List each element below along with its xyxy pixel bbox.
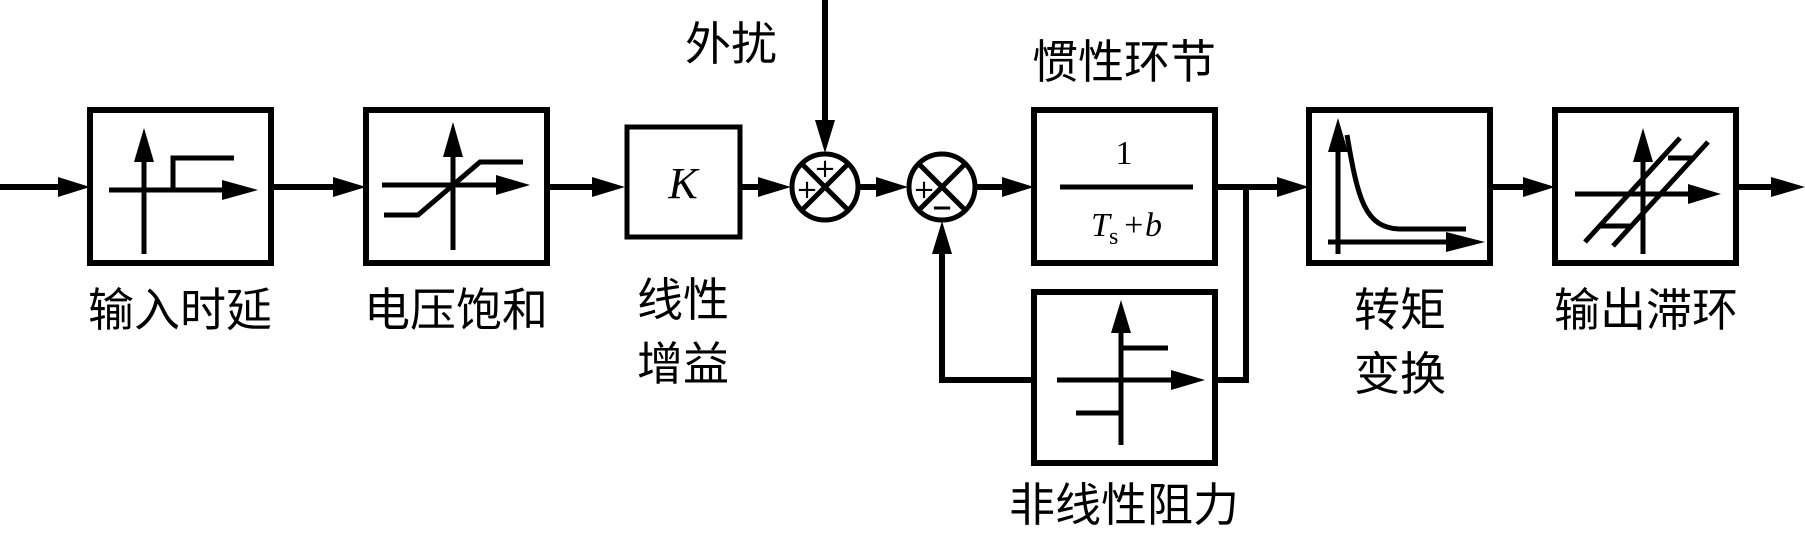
signal-lines bbox=[0, 0, 1805, 383]
label-torque-conversion-line2: 变换 bbox=[1354, 347, 1446, 401]
block-input-delay bbox=[87, 107, 274, 266]
saturation-icon bbox=[382, 122, 530, 250]
arrowhead bbox=[876, 177, 908, 197]
arrowhead bbox=[815, 120, 835, 153]
arrowhead bbox=[1002, 177, 1034, 197]
decay-curve-icon bbox=[1328, 118, 1485, 254]
block-nonlinear-resistance: 非线性阻力 bbox=[1009, 289, 1239, 532]
block-torque-conversion bbox=[1306, 107, 1493, 266]
transfer-denominator-rest: +b bbox=[1122, 207, 1162, 244]
arrowhead bbox=[333, 177, 366, 197]
arrowhead bbox=[1523, 177, 1555, 197]
branch-line bbox=[1215, 187, 1249, 383]
gain-symbol: K bbox=[667, 159, 700, 208]
sign-left-plus: + bbox=[796, 175, 818, 205]
arrowhead bbox=[592, 177, 625, 197]
summing-junction-1: + + bbox=[789, 151, 861, 223]
label-disturbance: 外扰 bbox=[685, 17, 777, 71]
block-label: 非线性阻力 bbox=[1009, 478, 1239, 532]
arrowhead bbox=[758, 177, 791, 197]
sign-top-plus: + bbox=[814, 154, 836, 184]
relay-icon bbox=[1057, 300, 1205, 445]
arrowhead bbox=[932, 221, 952, 254]
arrowhead bbox=[58, 177, 90, 197]
block-output-hysteresis bbox=[1552, 107, 1739, 266]
transfer-numerator: 1 bbox=[1116, 135, 1133, 172]
time-delay-step-icon bbox=[109, 128, 258, 254]
block-label: 惯性环节 bbox=[1032, 35, 1216, 89]
sign-bottom-minus: − bbox=[931, 193, 953, 223]
summing-junction-2: + − bbox=[906, 151, 978, 223]
block-frame bbox=[624, 124, 743, 240]
feedback-line bbox=[939, 250, 1034, 383]
arrowhead bbox=[1771, 177, 1805, 197]
hysteresis-icon bbox=[1575, 128, 1721, 254]
transfer-denominator-sub: s bbox=[1109, 224, 1118, 250]
sign-left-plus: + bbox=[913, 175, 935, 205]
arrowhead bbox=[1277, 177, 1309, 197]
block-inertia: 1 T s +b 惯性环节 bbox=[1031, 35, 1218, 266]
label-linear-gain-line2: 增益 bbox=[637, 337, 729, 391]
label-torque-conversion-line1: 转矩 bbox=[1354, 283, 1446, 337]
label-input-delay: 输入时延 bbox=[88, 283, 272, 337]
block-voltage-saturation bbox=[363, 107, 550, 266]
label-voltage-saturation: 电压饱和 bbox=[364, 283, 548, 337]
transfer-denominator-T: T bbox=[1091, 207, 1112, 244]
label-output-hysteresis: 输出滞环 bbox=[1554, 283, 1738, 337]
label-linear-gain-line1: 线性 bbox=[637, 273, 729, 327]
block-linear-gain: K bbox=[624, 124, 743, 240]
